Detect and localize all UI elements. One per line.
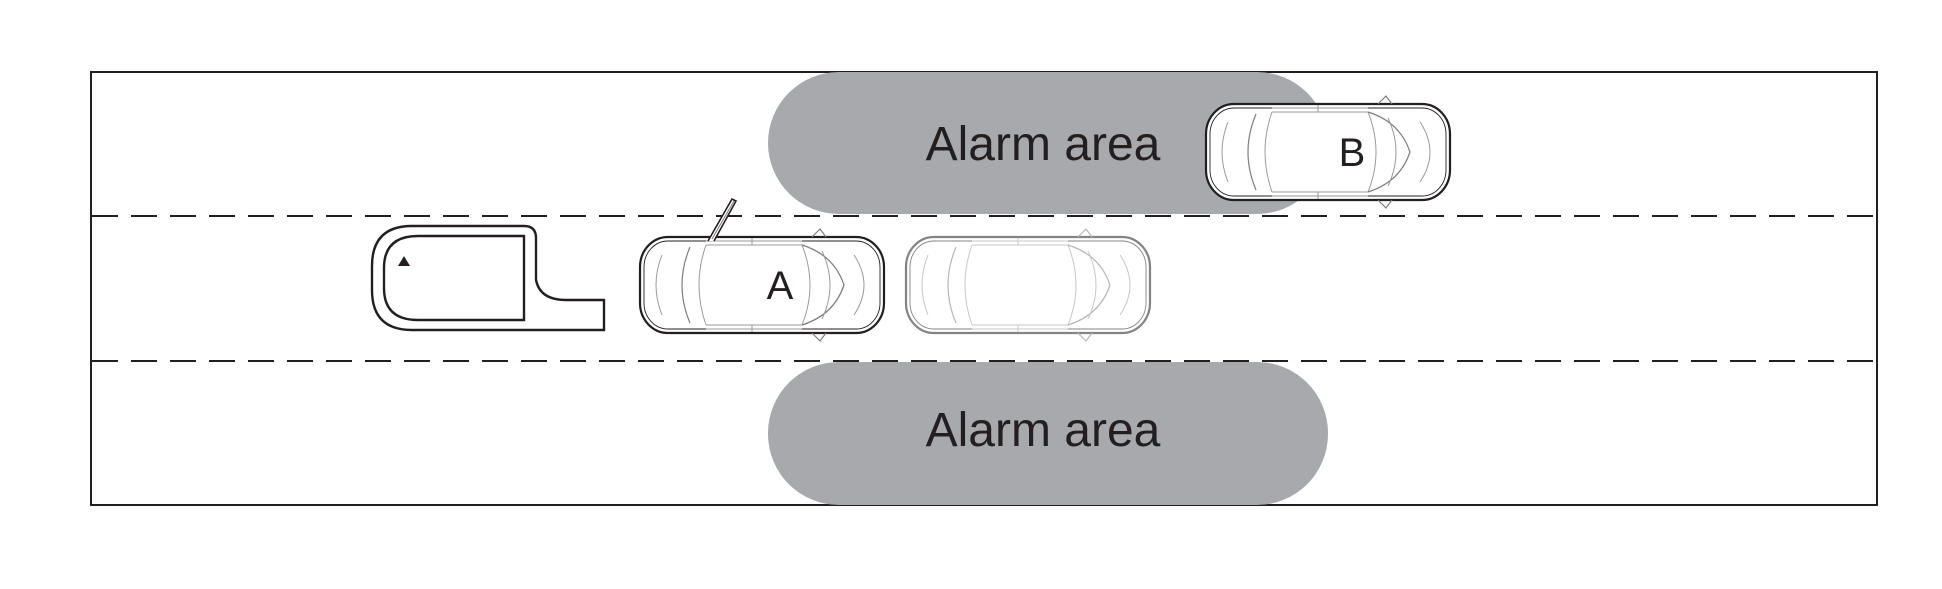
- car-a: A: [638, 197, 886, 343]
- alarm-area-top-label: Alarm area: [926, 118, 1161, 171]
- car-b-label: B: [1339, 131, 1366, 175]
- car-b: B: [1204, 94, 1452, 210]
- open-door-icon: [707, 197, 738, 242]
- triangle-marker-icon: [398, 256, 410, 266]
- alarm-area-top: [768, 72, 1328, 214]
- wall-corner-icon: [370, 224, 606, 332]
- car-a-label: A: [767, 264, 794, 308]
- alarm-area-bottom: [768, 362, 1328, 505]
- alarm-area-bottom-label: Alarm area: [926, 404, 1161, 457]
- ghost-car: [904, 227, 1152, 343]
